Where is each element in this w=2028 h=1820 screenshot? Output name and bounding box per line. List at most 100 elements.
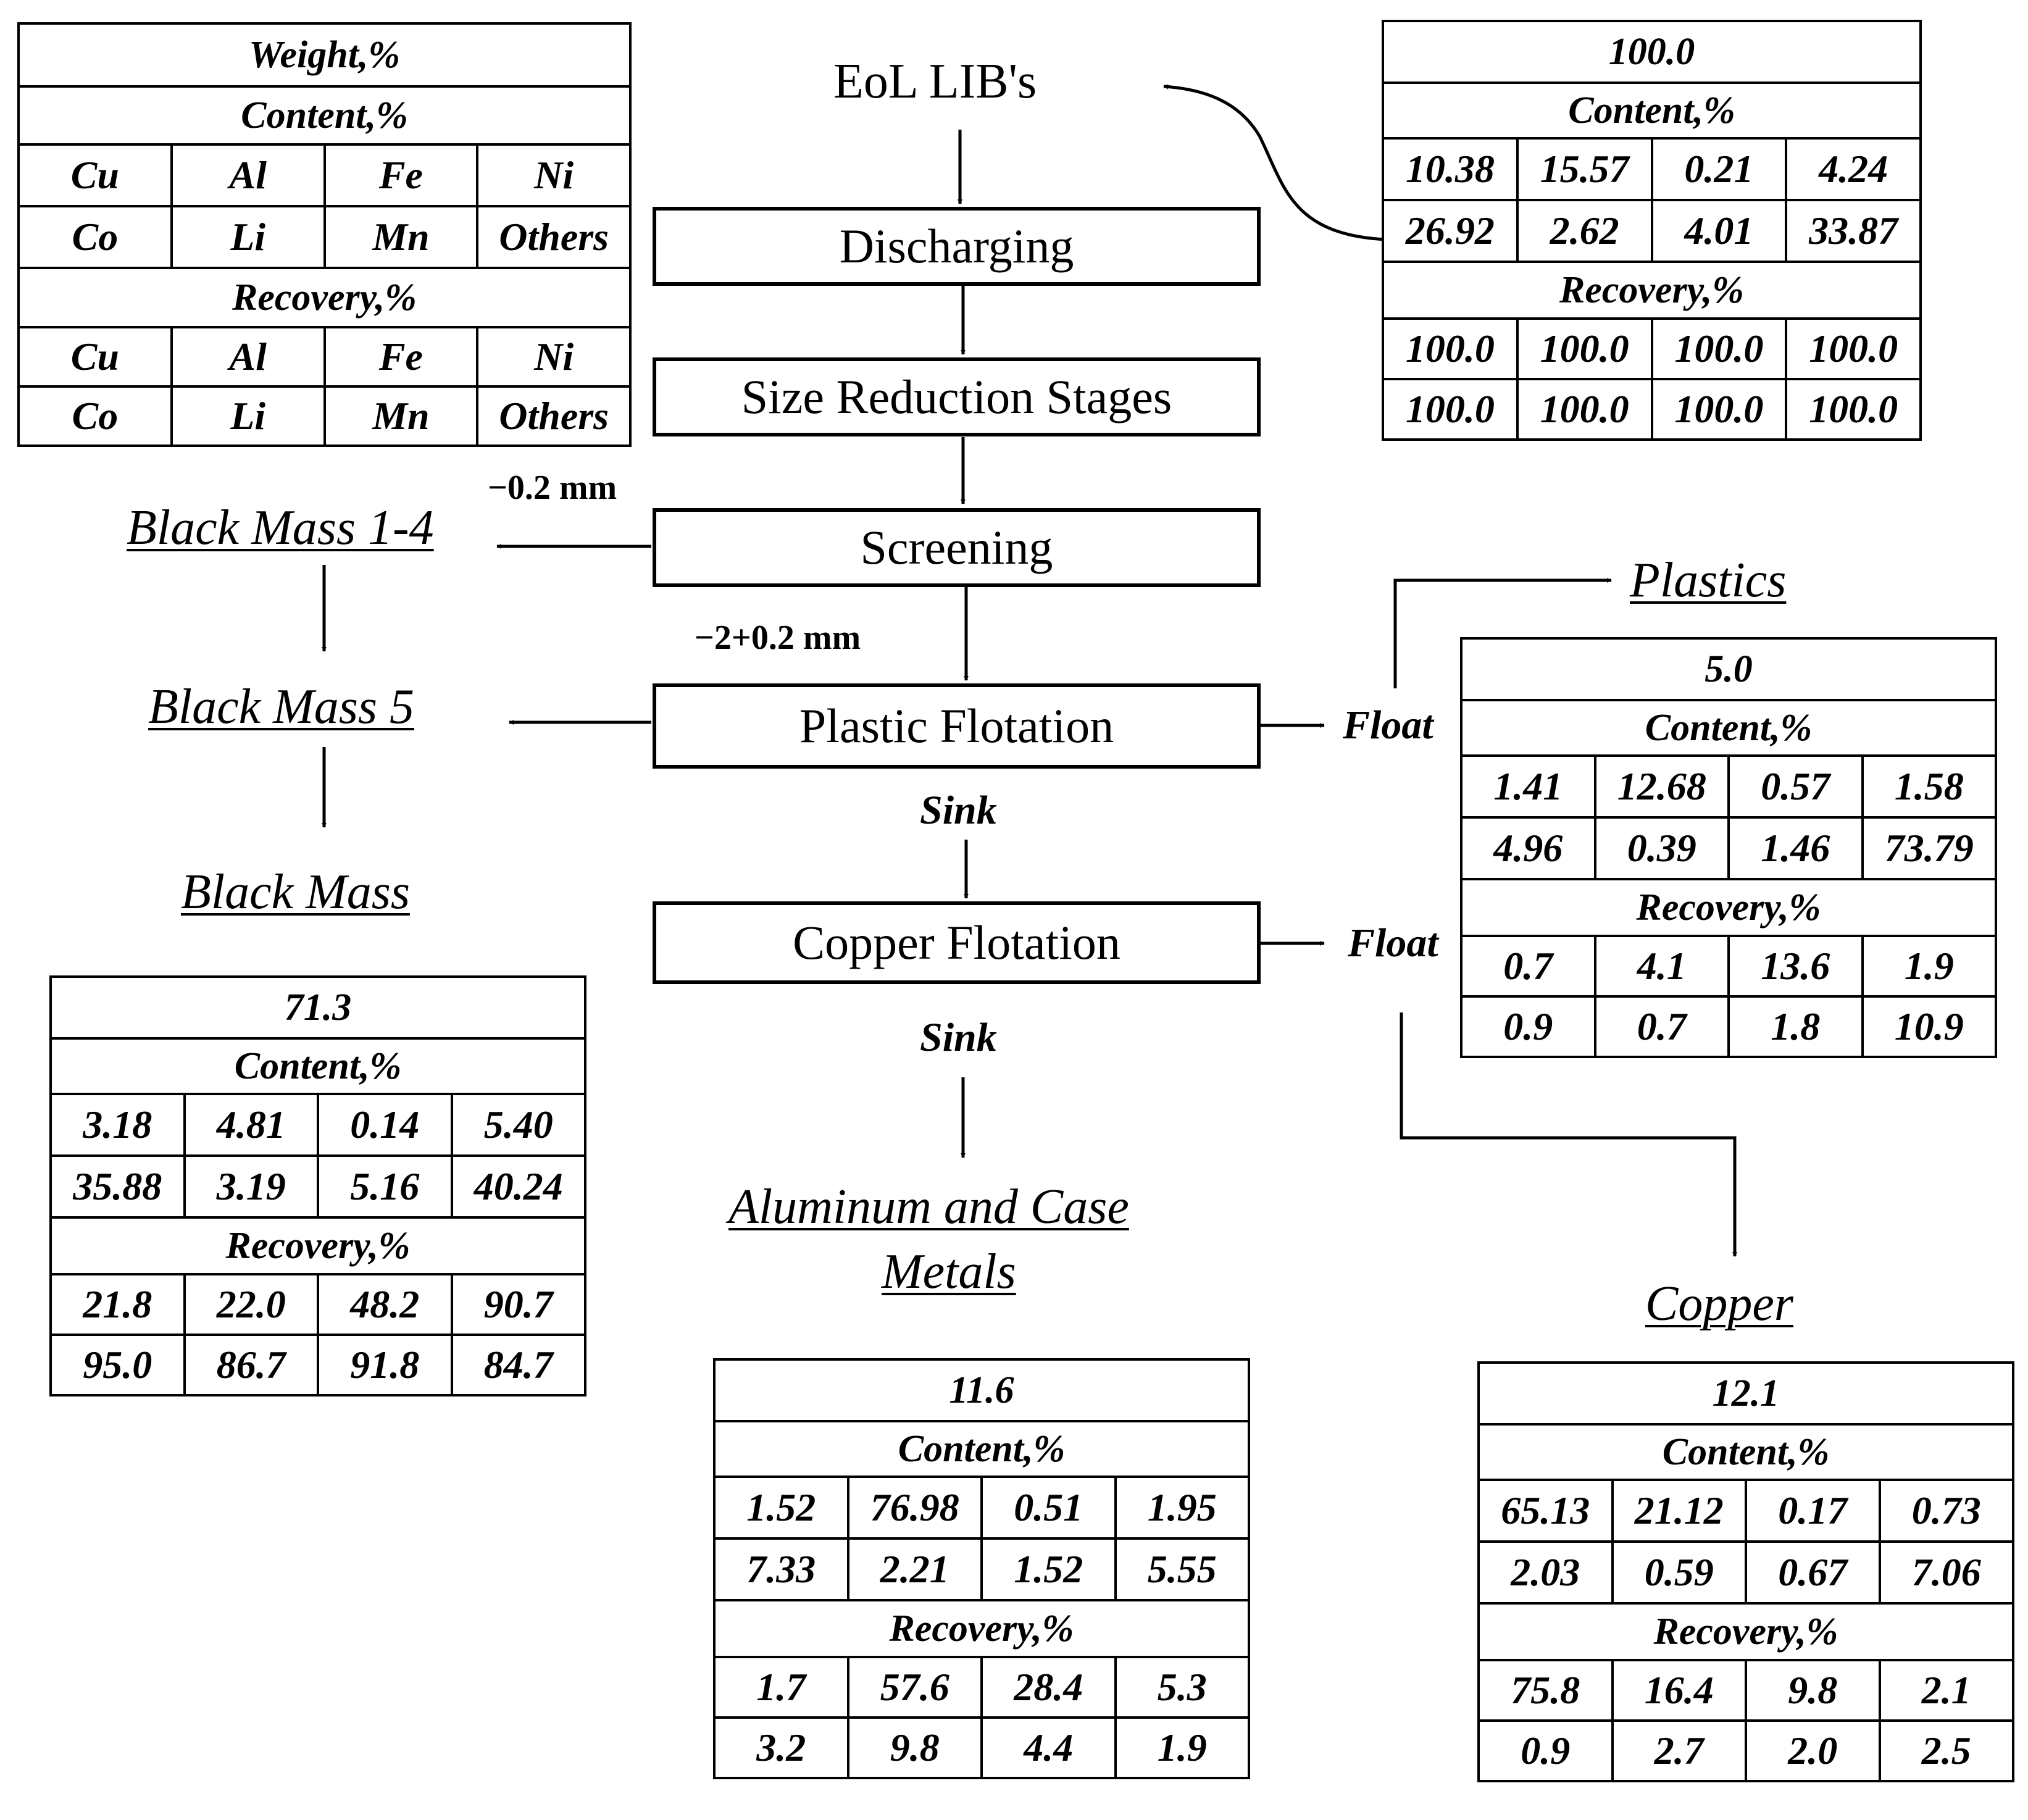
value-cell: 0.21 (1650, 137, 1788, 201)
value-cell: 0.9 (1477, 1719, 1614, 1782)
value-cell: 73.79 (1861, 816, 1997, 880)
value-cell: 1.58 (1861, 754, 1997, 819)
legend-cell: Mn (323, 385, 479, 447)
value-cell: 7.06 (1878, 1540, 2014, 1605)
value-cell: 86.7 (183, 1334, 319, 1396)
legend-cell: Ni (476, 326, 632, 388)
value-cell: 16.4 (1611, 1659, 1747, 1722)
value-cell: 0.59 (1611, 1540, 1747, 1605)
value-cell: 65.13 (1477, 1479, 1614, 1543)
recovery_label-label: Recovery,% (1477, 1602, 2014, 1661)
value-cell: 0.7 (1593, 995, 1730, 1058)
weight-value: 12.1 (1477, 1361, 2014, 1426)
value-cell: 5.40 (450, 1093, 586, 1157)
value-cell: 95.0 (49, 1334, 186, 1396)
product-plastics: Plastics (1630, 553, 1787, 607)
sink-label-2: Sink (920, 1015, 997, 1060)
value-cell: 3.19 (183, 1154, 319, 1219)
value-cell: 0.51 (980, 1476, 1117, 1540)
value-cell: 10.9 (1861, 995, 1997, 1058)
value-cell: 4.24 (1785, 137, 1922, 201)
value-cell: 100.0 (1785, 317, 1922, 380)
value-cell: 90.7 (450, 1273, 586, 1336)
arrow-float-to-plastics (1393, 578, 1612, 688)
value-cell: 9.8 (846, 1716, 983, 1779)
value-cell: 4.1 (1593, 935, 1730, 998)
legend-cell: Al (170, 143, 326, 207)
value-cell: 4.01 (1650, 199, 1788, 263)
value-cell: 5.55 (1114, 1537, 1250, 1601)
product-black-mass-5: Black Mass 5 (148, 680, 415, 734)
weight-value: 11.6 (713, 1358, 1250, 1422)
value-cell: 1.9 (1861, 935, 1997, 998)
arrow-feed-table-to-source (1163, 84, 1387, 241)
value-cell: 3.18 (49, 1093, 186, 1157)
value-cell: 22.0 (183, 1273, 319, 1336)
process-discharging: Discharging (653, 207, 1261, 286)
value-cell: 2.5 (1878, 1719, 2014, 1782)
value-cell: 21.8 (49, 1273, 186, 1336)
legend-cell: Mn (323, 205, 479, 269)
value-cell: 75.8 (1477, 1659, 1614, 1722)
process-screening: Screening (653, 508, 1261, 587)
legend-cell: Fe (323, 326, 479, 388)
value-cell: 10.38 (1382, 137, 1519, 201)
value-cell: 0.7 (1460, 935, 1596, 998)
legend-cell: Li (170, 205, 326, 269)
content_label-label: Content,% (1382, 81, 1922, 140)
legend-table: Weight,% Content,% Cu Al Fe Ni Co Li Mn … (17, 22, 632, 447)
value-cell: 100.0 (1382, 317, 1519, 380)
value-cell: 76.98 (846, 1476, 983, 1540)
value-cell: 0.73 (1878, 1479, 2014, 1543)
value-cell: 0.39 (1593, 816, 1730, 880)
content_label-label: Content,% (1460, 699, 1997, 757)
weight-value: 100.0 (1382, 20, 1922, 84)
weight-value: 5.0 (1460, 637, 1997, 701)
product-black-mass-1-4: Black Mass 1-4 (127, 501, 434, 555)
float-label-2: Float (1348, 920, 1438, 966)
legend-cell: Ni (476, 143, 632, 207)
process-copper-flotation: Copper Flotation (653, 901, 1261, 984)
sink-label-1: Sink (920, 788, 997, 833)
value-cell: 100.0 (1650, 317, 1788, 380)
value-cell: 1.46 (1727, 816, 1864, 880)
process-size-reduction: Size Reduction Stages (653, 357, 1261, 436)
value-cell: 100.0 (1516, 317, 1653, 380)
legend-cell: Others (476, 385, 632, 447)
weight-value: 71.3 (49, 975, 586, 1040)
value-cell: 13.6 (1727, 935, 1864, 998)
legend-cell: Li (170, 385, 326, 447)
value-cell: 40.24 (450, 1154, 586, 1219)
value-cell: 100.0 (1382, 378, 1519, 441)
value-cell: 3.2 (713, 1716, 849, 1779)
screen-coarse-label: −2+0.2 mm (695, 619, 861, 657)
product-aluminum-line1: Aluminum and Case (728, 1180, 1129, 1234)
value-cell: 26.92 (1382, 199, 1519, 263)
content_label-label: Content,% (713, 1420, 1250, 1478)
value-cell: 0.9 (1460, 995, 1596, 1058)
legend-cell: Co (17, 385, 173, 447)
value-cell: 2.21 (846, 1537, 983, 1601)
value-cell: 28.4 (980, 1656, 1117, 1719)
value-cell: 5.16 (317, 1154, 453, 1219)
product-copper: Copper (1645, 1277, 1793, 1331)
value-cell: 100.0 (1785, 378, 1922, 441)
value-cell: 1.95 (1114, 1476, 1250, 1540)
float-label-1: Float (1343, 703, 1433, 748)
product-black-mass: Black Mass (181, 865, 411, 919)
recovery_label-label: Recovery,% (1382, 261, 1922, 320)
value-cell: 0.14 (317, 1093, 453, 1157)
value-cell: 0.57 (1727, 754, 1864, 819)
legend-cell: Al (170, 326, 326, 388)
value-cell: 33.87 (1785, 199, 1922, 263)
value-cell: 0.17 (1745, 1479, 1881, 1543)
legend-cell: Cu (17, 326, 173, 388)
value-cell: 2.1 (1878, 1659, 2014, 1722)
legend-cell: Co (17, 205, 173, 269)
recovery_label-label: Recovery,% (49, 1216, 586, 1275)
value-cell: 1.41 (1460, 754, 1596, 819)
